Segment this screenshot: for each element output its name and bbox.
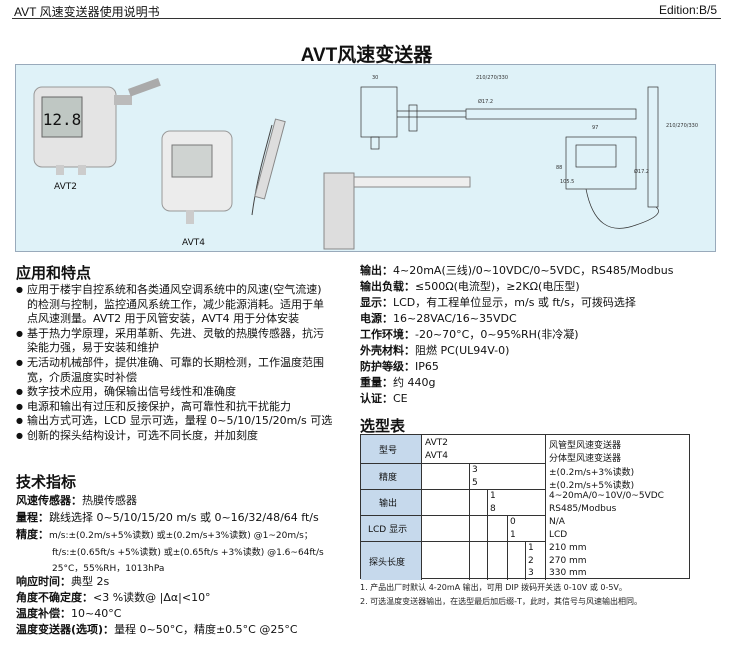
dim-105: 105.5 <box>560 179 574 185</box>
note-2: 2. 可选温度变送器输出，在选型最后加后缀-T，此时，其信号与风速输出相同。 <box>360 597 642 606</box>
desc-lcd: LCD <box>549 530 568 540</box>
spec-accuracy-ft: ft/s:±(0.65ft/s +5%读数) 或±(0.65ft/s +3%读数… <box>52 548 324 558</box>
header-doc-title: AVT 风速变送器使用说明书 <box>14 5 160 19</box>
avt2-label: AVT2 <box>54 182 77 192</box>
spec-display: 显示：LCD，有工程单位显示，m/s 或 ft/s，可拨码选择 <box>360 296 636 309</box>
dim-length-vertical: 210/270/330 <box>666 123 698 129</box>
list-item: 染能力强，易于安装和维护 <box>27 341 159 355</box>
desc-270: 270 mm <box>549 556 587 566</box>
list-item: 电源和输出有过压和反接保护，高可靠性和抗干扰能力 <box>16 400 356 415</box>
list-item: 无活动机械部件，提供准确、可靠的长期检测，工作温度范围 <box>16 356 356 371</box>
desc-duct: 风管型风速变送器 <box>549 441 622 451</box>
spec-accuracy: 精度：m/s:±(0.2m/s+5%读数) 或±(0.2m/s+3%读数) @1… <box>16 528 313 541</box>
list-item: 应用于楼宇自控系统和各类通风空调系统中的风速(空气流速) <box>16 283 356 298</box>
section-select-heading: 选型表 <box>360 417 406 435</box>
lcd-display-text: 12.8 <box>43 110 82 129</box>
code-acc-3: 3 <box>472 465 478 475</box>
model-avt4: AVT4 <box>425 451 448 461</box>
list-item: 的检测与控制，监控通风系统工作，减少能源消耗。适用于单 <box>27 297 324 311</box>
spec-material: 外壳材料：阻燃 PC(UL94V-0) <box>360 344 510 357</box>
spec-cert: 认证：CE <box>360 392 408 405</box>
list-item: 创新的探头结构设计，可选不同长度，并加刻度 <box>16 429 356 444</box>
spec-output: 输出：4~20mA(三线)/0~10VDC/0~5VDC，RS485/Modbu… <box>360 264 674 277</box>
spec-ip: 防护等级：IP65 <box>360 360 439 373</box>
spec-temp-transmitter: 温度变送器(选项)：量程 0~50°C，精度±0.5°C @25°C <box>16 623 298 636</box>
page-header: AVT 风速变送器使用说明书 Edition:B/5 <box>12 2 721 19</box>
spec-weight: 重量：约 440g <box>360 376 436 389</box>
dim-diameter-2: Ø17.2 <box>634 168 649 175</box>
code-lcd-0: 0 <box>510 517 516 527</box>
desc-330: 330 mm <box>549 568 587 578</box>
dim-88: 88 <box>556 165 562 171</box>
page-title: AVT风速变送器 <box>300 45 433 66</box>
product-image-panel: 12.8 AVT2 AVT4 30 210/270/330 Ø17.2 <box>15 64 716 252</box>
section-tech-heading: 技术指标 <box>16 473 77 491</box>
dim-diameter: Ø17.2 <box>478 98 493 105</box>
list-item: 基于热力学原理，采用革新、先进、灵敏的热膜传感器，抗污 <box>16 327 356 342</box>
spec-sensor: 风速传感器：热膜传感器 <box>16 494 137 507</box>
spec-angle: 角度不确定度：<3 %读数@ |Δα|<10° <box>16 591 211 604</box>
list-item: 宽，介质温度实时补偿 <box>27 370 137 384</box>
desc-na: N/A <box>549 517 565 527</box>
code-lcd-1: 1 <box>510 530 516 540</box>
desc-acc3: ±(0.2m/s+3%读数) <box>549 468 635 478</box>
list-item: 点风速测量。AVT2 用于风管安装，AVT4 用于分体安装 <box>27 312 300 326</box>
note-1: 1. 产品出厂时默认 4-20mA 输出，可用 DIP 拨码开关选 0-10V … <box>360 583 627 592</box>
desc-split: 分体型风速变送器 <box>549 454 622 464</box>
spec-response: 响应时间：典型 2s <box>16 575 110 588</box>
code-out-8: 8 <box>490 504 496 514</box>
feature-list: 应用于楼宇自控系统和各类通风空调系统中的风速(空气流速) 的检测与控制，监控通风… <box>16 283 356 444</box>
spec-temp-comp: 温度补偿：10~40°C <box>16 607 122 620</box>
list-item: 输出方式可选，LCD 显示可选，量程 0~5/10/15/20m/s 可选 <box>16 414 356 429</box>
list-item: 数字技术应用，确保输出信号线性和准确度 <box>16 385 356 400</box>
row-accuracy: 精度 <box>379 473 398 483</box>
dim-97: 97 <box>592 125 598 131</box>
product-illustration: 12.8 AVT2 AVT4 30 210/270/330 Ø17.2 <box>33 75 698 250</box>
selection-table: 型号 精度 输出 LCD 显示 探头长度 AVT2 AVT4 3 5 1 8 0… <box>360 434 690 580</box>
row-model: 型号 <box>379 446 398 456</box>
section-app-heading: 应用和特点 <box>16 264 92 282</box>
dim-30: 30 <box>372 75 378 81</box>
desc-acc5: ±(0.2m/s+5%读数) <box>549 481 635 491</box>
desc-210: 210 mm <box>549 543 587 553</box>
row-output: 输出 <box>379 499 398 509</box>
code-out-1: 1 <box>490 491 496 501</box>
header-edition: Edition:B/5 <box>658 3 717 17</box>
code-probe-1: 1 <box>528 543 534 553</box>
spec-power: 电源：16~28VAC/16~35VDC <box>360 312 517 325</box>
code-probe-3: 3 <box>528 568 534 578</box>
spec-range: 量程：跳线选择 0~5/10/15/20 m/s 或 0~16/32/48/64… <box>16 511 319 524</box>
desc-rs485: RS485/Modbus <box>549 504 617 514</box>
code-acc-5: 5 <box>472 478 478 488</box>
spec-load: 输出负载：≤500Ω(电流型)，≥2KΩ(电压型) <box>360 280 580 293</box>
row-lcd: LCD 显示 <box>368 525 408 535</box>
row-probe: 探头长度 <box>369 558 406 568</box>
model-avt2: AVT2 <box>425 438 448 448</box>
avt4-label: AVT4 <box>182 238 205 248</box>
spec-environment: 工作环境：-20~70°C，0~95%RH(非冷凝) <box>360 328 579 341</box>
desc-analog: 4~20mA/0~10V/0~5VDC <box>549 491 664 501</box>
spec-accuracy-cond: 25°C，55%RH，1013hPa <box>52 564 165 574</box>
code-probe-2: 2 <box>528 556 534 566</box>
dim-length: 210/270/330 <box>476 75 508 81</box>
